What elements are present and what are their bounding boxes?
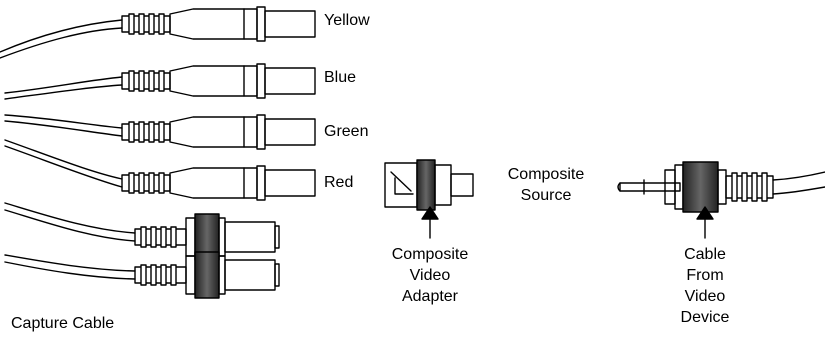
bnc-connector-red	[4, 139, 316, 201]
adapter-caption-line-1: Composite	[391, 246, 469, 263]
bnc-connector-blue	[4, 63, 316, 100]
label-red: Red	[324, 174, 354, 191]
adapter-arrow	[421, 206, 439, 239]
device-caption-line-2: From	[686, 267, 724, 284]
bnc-connector-yellow	[0, 6, 316, 59]
source-caption-line-2: Source	[520, 187, 572, 204]
rca-connector-device	[617, 161, 825, 213]
label-blue: Blue	[324, 69, 357, 86]
adapter-caption-line-3: Adapter	[401, 288, 459, 305]
label-green: Green	[324, 123, 369, 140]
composite-video-adapter	[384, 159, 474, 211]
device-cable-arrow	[696, 206, 714, 239]
svideo-connector-upper	[4, 202, 280, 261]
svideo-connector-lower	[4, 251, 280, 299]
device-caption-line-3: Video	[684, 288, 726, 305]
device-cable-caption: Cable From Video Device	[655, 244, 755, 328]
device-caption-line-4: Device	[680, 309, 730, 326]
source-caption-line-1: Composite	[507, 166, 585, 183]
composite-source-caption: Composite Source	[486, 164, 606, 206]
adapter-caption-line-2: Video	[409, 267, 451, 284]
composite-video-adapter-caption: Composite Video Adapter	[365, 244, 495, 307]
bnc-connector-green	[4, 114, 316, 150]
label-yellow: Yellow	[324, 12, 370, 29]
device-caption-line-1: Cable	[684, 246, 726, 263]
capture-cable-caption: Capture Cable	[11, 315, 115, 332]
